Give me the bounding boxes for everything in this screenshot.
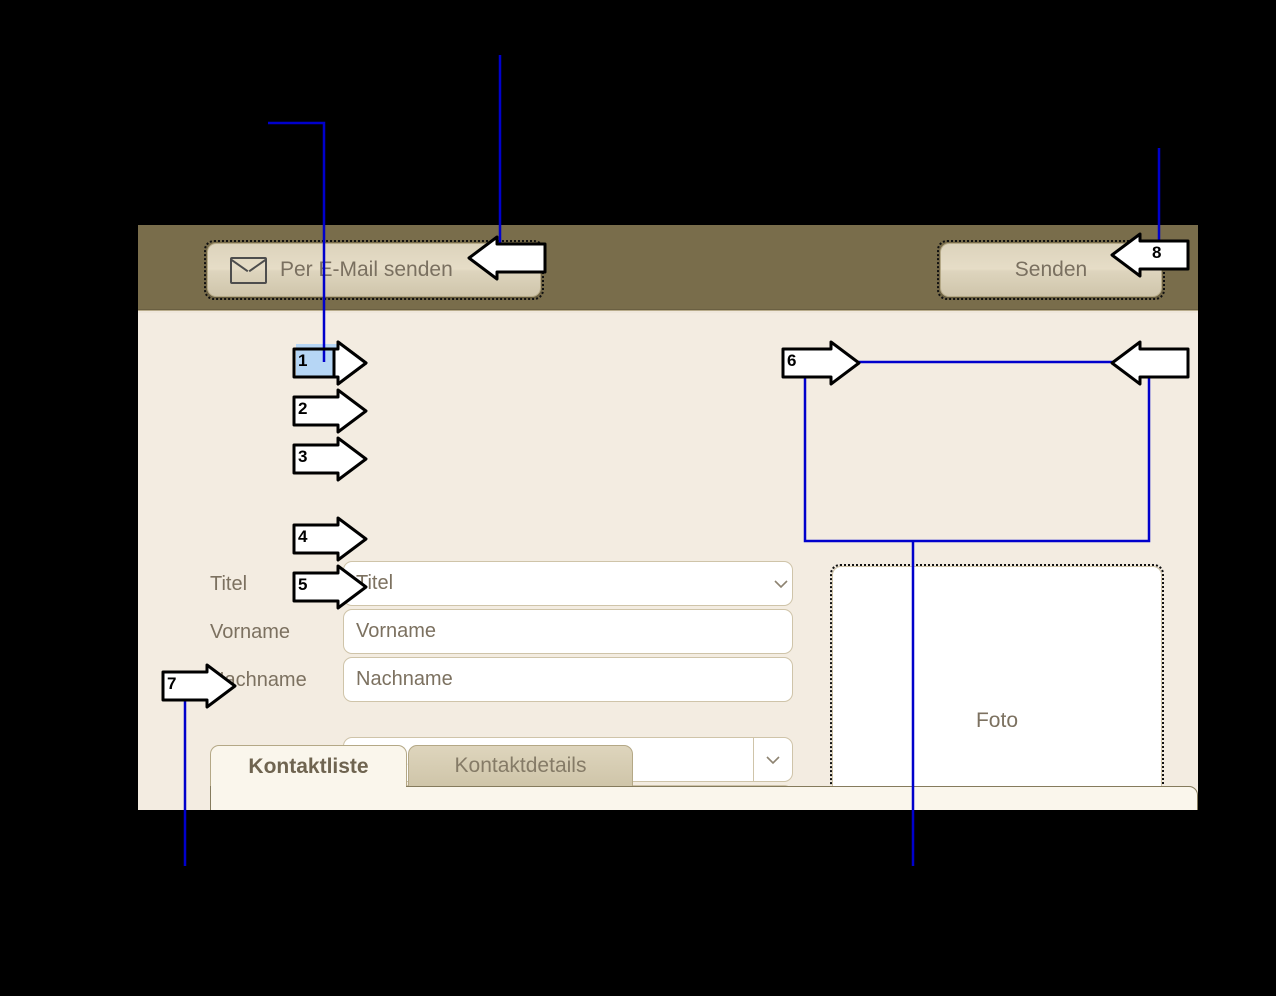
tab-kontaktliste[interactable]: Kontaktliste — [210, 745, 407, 787]
tab-panel-seam — [211, 785, 406, 788]
nachname-value: Nachname — [356, 668, 453, 690]
send-by-email-label: Per E-Mail senden — [280, 258, 453, 281]
toolbar: Per E-Mail senden Senden — [138, 225, 1198, 309]
tab-kontaktdetails-label: Kontaktdetails — [454, 754, 587, 777]
vorname-input[interactable]: Vorname — [343, 609, 793, 654]
label-nachname: Nachname — [210, 669, 307, 691]
envelope-icon — [230, 256, 267, 284]
titel-combobox[interactable]: Titel — [343, 561, 793, 606]
chevron-down-icon[interactable] — [770, 579, 792, 589]
label-titel: Titel — [210, 573, 248, 595]
toolbar-separator — [138, 309, 1198, 313]
tab-kontaktdetails[interactable]: Kontaktdetails — [408, 745, 633, 787]
tab-content-panel — [210, 786, 1198, 810]
send-by-email-button[interactable]: Per E-Mail senden — [204, 240, 544, 300]
tab-bar: Kontaktliste Kontaktdetails — [210, 745, 1198, 787]
send-button-label: Senden — [1014, 258, 1088, 281]
nachname-input[interactable]: Nachname — [343, 657, 793, 702]
tab-kontaktliste-label: Kontaktliste — [248, 754, 369, 778]
label-vorname: Vorname — [210, 621, 291, 643]
chevron-down-icon[interactable] — [753, 738, 792, 781]
vorname-value: Vorname — [356, 620, 437, 642]
titel-value: Titel — [356, 572, 394, 594]
photo-label: Foto — [975, 709, 1019, 732]
application-window: Per E-Mail senden Senden Titel Titel Vor… — [138, 225, 1198, 810]
send-button[interactable]: Senden — [937, 240, 1165, 300]
contact-form: Titel Titel Vorname Vorname Nachname Nac… — [138, 313, 1198, 810]
